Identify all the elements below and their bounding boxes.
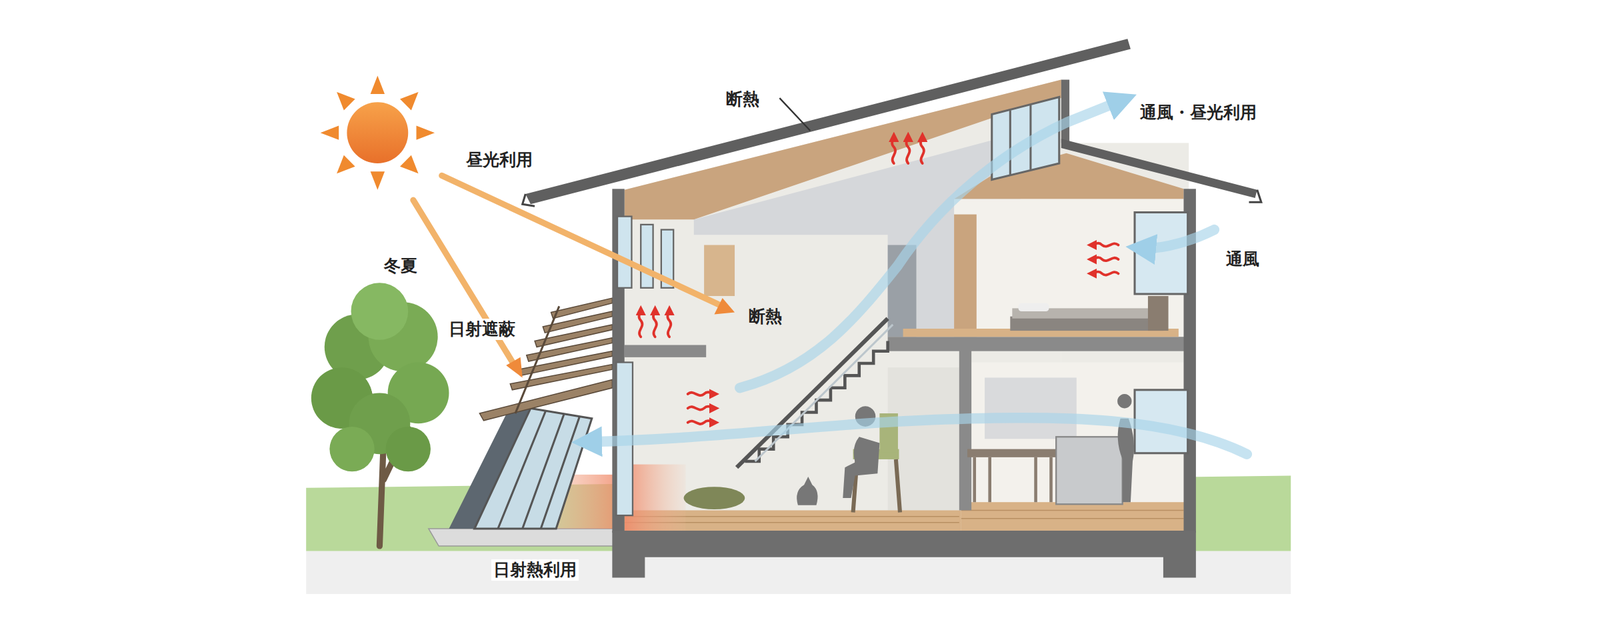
tree (311, 282, 450, 546)
furniture (684, 296, 1169, 512)
annotation-label: 断熱 (746, 306, 784, 328)
sun-part-part (336, 92, 356, 111)
heat-arrows-part (688, 406, 715, 410)
furniture-part (1117, 394, 1134, 502)
annotation-label: 通風・昼光利用 (1138, 102, 1259, 124)
sun-part-part (400, 155, 419, 174)
terrace-part (428, 528, 623, 546)
heat-arrows-part (639, 310, 643, 337)
sun (320, 75, 435, 190)
structure-part (959, 347, 972, 511)
furniture-part (1056, 436, 1122, 504)
tree-part (351, 282, 409, 340)
heat-arrows (639, 136, 1119, 424)
annotation-label: 日射熱利用 (491, 559, 579, 581)
ventilation-flow-part (740, 100, 1123, 388)
house-interior-part (984, 377, 1077, 439)
furniture-part (1010, 316, 1164, 331)
furniture-part (967, 449, 1060, 458)
sun-part (346, 102, 408, 164)
sun-part-part (336, 155, 356, 174)
sun-part-part (416, 125, 435, 140)
heat-arrows-part (688, 392, 715, 396)
tree-part (386, 426, 431, 472)
annotation-label: 通風 (1224, 248, 1262, 270)
heat-arrows-part (667, 310, 671, 337)
heat-arrows-part (1092, 243, 1119, 247)
structure-part (1061, 138, 1258, 198)
sunlight-rays-part (714, 298, 735, 314)
structure-part (1248, 190, 1261, 202)
floors-part (888, 336, 1190, 351)
windows-part (617, 216, 632, 288)
leader-line (779, 98, 810, 131)
sun-part (320, 75, 435, 190)
sunlight-rays-part (442, 175, 723, 306)
structure-part (522, 194, 535, 206)
annotation-label: 昼光利用 (464, 149, 535, 171)
heat-arrows-part (892, 136, 896, 164)
furniture-part (1148, 296, 1169, 331)
furniture-part (684, 486, 746, 510)
heat-arrows-part (1092, 272, 1119, 276)
sunshade-louvers (479, 298, 612, 421)
sunshade-louvers-part (515, 306, 560, 414)
heat-arrows-part (906, 136, 910, 164)
floors-part (961, 502, 1186, 533)
structure (522, 38, 1262, 578)
heat-arrows-part (653, 310, 657, 337)
furniture-part (796, 476, 818, 506)
furniture-part (1018, 303, 1050, 312)
house-interior-part (954, 153, 1184, 200)
sunlight-rays-part (506, 357, 522, 378)
ventilation-flow-part (1140, 230, 1214, 249)
furniture-part (974, 457, 1052, 502)
sunshade-louvers-part (479, 380, 612, 421)
annotation-label: 断熱 (724, 88, 762, 110)
terrace (428, 406, 623, 546)
house-interior-part (954, 214, 977, 338)
sun-part-part (320, 125, 340, 140)
annotation-label: 冬夏 (382, 255, 420, 277)
house-interior-part (704, 245, 735, 297)
terrace-part (474, 408, 592, 529)
sunlight-rays (413, 175, 735, 378)
sun-part-part (370, 171, 385, 190)
floors-part (624, 345, 706, 358)
ground-part (306, 551, 1291, 594)
structure-part (612, 530, 1196, 578)
heat-arrows-part (688, 420, 715, 424)
windows-part (640, 224, 653, 288)
tree-part (329, 426, 374, 472)
terrace-part (498, 410, 580, 529)
sun-part-part (370, 75, 385, 94)
ventilation-flow-part (586, 418, 1247, 455)
floors-part (624, 464, 686, 531)
sun-part-part (400, 92, 419, 111)
structure-part (1061, 80, 1070, 144)
heat-arrows-part (920, 136, 924, 164)
heat-arrows-part (1092, 257, 1119, 261)
windows (616, 97, 1188, 516)
structure-part (525, 38, 1131, 204)
floors-part (624, 510, 1184, 522)
annotation-label: 日射遮蔽 (446, 318, 518, 340)
ventilation-flow (586, 100, 1247, 454)
